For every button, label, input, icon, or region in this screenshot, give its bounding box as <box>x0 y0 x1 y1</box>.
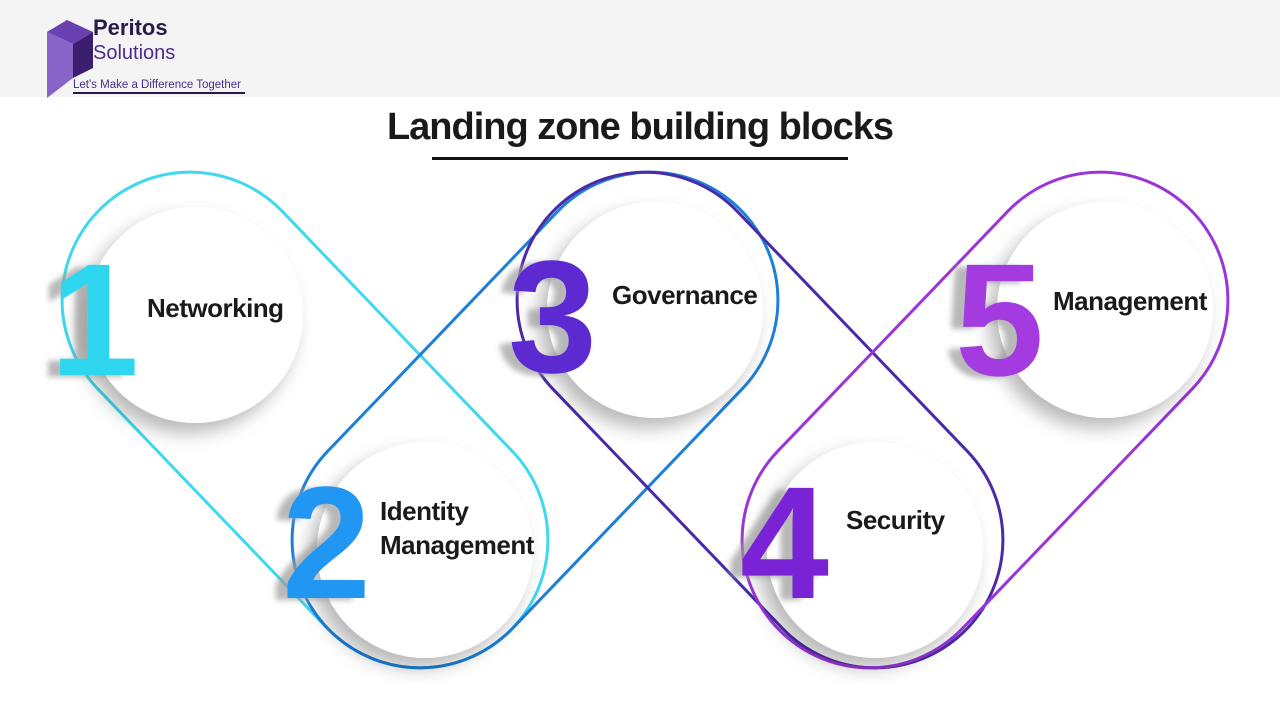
logo-name: Peritos <box>93 15 168 40</box>
block-label-4: Security <box>846 505 945 535</box>
block-circle-1 <box>87 207 303 423</box>
logo-cube-icon <box>47 20 93 98</box>
block-number-5: 5 <box>955 230 1044 409</box>
block-circle-3 <box>547 202 763 418</box>
title-underline <box>432 157 848 160</box>
block-circle-2 <box>317 442 533 658</box>
block-number-3: 3 <box>508 227 597 406</box>
logo-sub: Solutions <box>93 42 176 64</box>
page-title: Landing zone building blocks <box>386 106 894 148</box>
block-number-4: 4 <box>740 453 829 632</box>
block-number-2: 2 <box>282 453 371 632</box>
pill-outline-3 <box>515 170 1005 670</box>
block-label-3: Governance <box>612 280 758 310</box>
block-number-1: 1 <box>50 230 139 409</box>
company-logo: Peritos Solutions Let's Make a Differenc… <box>45 16 265 100</box>
pill-outline-4 <box>740 170 1230 670</box>
logo-tagline: Let's Make a Difference Together <box>73 78 245 94</box>
block-circle-4 <box>767 442 983 658</box>
pill-outline-2 <box>290 170 780 670</box>
block-label-2: Identity Management <box>380 496 534 560</box>
block-label-1: Networking <box>147 293 284 323</box>
block-circle-5 <box>997 202 1213 418</box>
header-bar <box>0 0 1280 97</box>
block-label-5: Management <box>1053 286 1207 316</box>
